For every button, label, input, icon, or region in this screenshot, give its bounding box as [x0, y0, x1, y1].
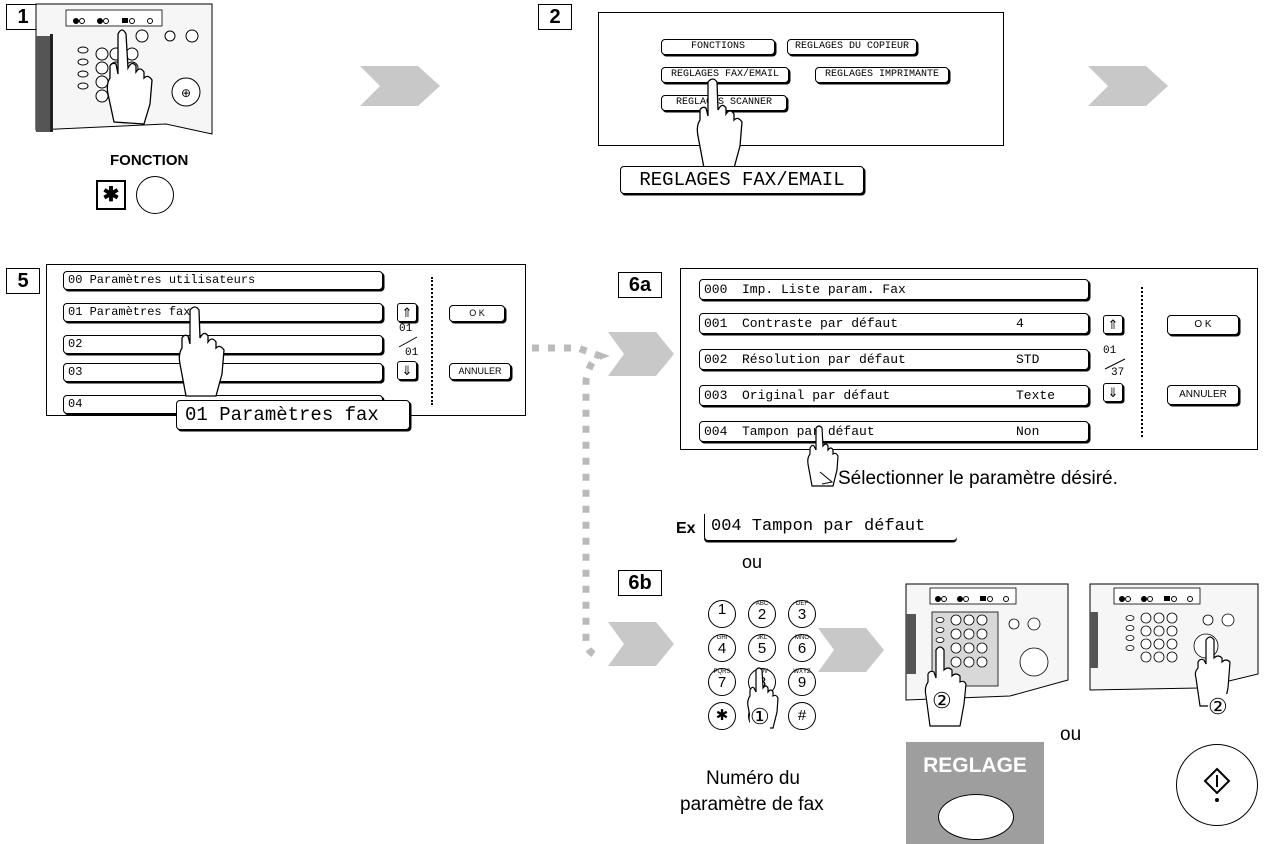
page-divider [1104, 358, 1126, 370]
ok-button[interactable]: O K [1167, 315, 1239, 335]
ok-button[interactable]: O K [449, 305, 505, 322]
function-key-circle[interactable] [136, 176, 174, 214]
list-item[interactable]: 00 Paramètres utilisateurs [63, 271, 383, 290]
step-6b-badge: 6b [618, 570, 662, 596]
hand-pointer-icon [807, 425, 839, 487]
scroll-up-icon[interactable]: ⇑ [1103, 315, 1123, 334]
scroll-down-icon[interactable]: ⇓ [1103, 383, 1123, 402]
btn-reglages-copieur[interactable]: REGLAGES DU COPIEUR [787, 39, 917, 55]
btn-fonctions[interactable]: FONCTIONS [661, 39, 775, 55]
key-star[interactable]: ✱ [708, 702, 736, 730]
arrow-right-1 [360, 66, 440, 106]
arrow-right-5 [818, 628, 884, 672]
svg-text:⊕: ⊕ [181, 86, 191, 100]
key-hash[interactable]: # [788, 702, 816, 730]
hand-pointer-icon [696, 78, 743, 169]
page-divider [398, 336, 418, 348]
control-panel-drawing: ⊕ [35, 3, 213, 135]
btn-reglages-imprimante[interactable]: REGLAGES IMPRIMANTE [815, 67, 949, 83]
step-5-badge: 5 [6, 268, 40, 294]
dotted-flow-path [532, 344, 610, 660]
ou-text-1: ou [742, 552, 763, 572]
control-panel-step1: ⊕ [35, 3, 213, 140]
ex-label: Ex [676, 520, 696, 537]
arrow-right-4 [608, 622, 674, 666]
circled-2-right: ② [1208, 694, 1228, 720]
list-item[interactable]: 03 [63, 363, 383, 382]
annuler-button[interactable]: ANNULER [449, 363, 511, 380]
step2-screen: FONCTIONS REGLAGES DU COPIEUR REGLAGES F… [598, 12, 1004, 146]
arrow-right-3 [608, 332, 674, 376]
arrow-right-2 [1088, 66, 1168, 106]
step-1-badge: 1 [6, 4, 40, 30]
divider-dotted [1141, 287, 1143, 437]
callout-arrow [819, 471, 834, 485]
step-2-badge: 2 [538, 4, 572, 30]
start-key[interactable] [1176, 744, 1258, 826]
callout-reglages-fax-email: REGLAGES FAX/EMAIL [620, 166, 864, 194]
btn-reglages-fax-email[interactable]: REGLAGES FAX/EMAIL [661, 67, 789, 83]
keypad-caption-line1: Numéro du [706, 768, 800, 789]
divider-dotted [431, 277, 433, 405]
circled-1: ① [750, 704, 770, 730]
keypad-caption-line2: paramètre de fax [680, 794, 824, 815]
page-bottom: 01 [405, 347, 419, 359]
page-bottom: 37 [1111, 367, 1125, 379]
step-6a-badge: 6a [618, 272, 662, 298]
instruction-text: Sélectionner le paramètre désiré. [838, 468, 1118, 489]
page-top: 01 [399, 323, 413, 335]
page-top: 01 [1103, 345, 1117, 357]
reglage-button[interactable] [938, 794, 1014, 840]
callout-parametres-fax: 01 Paramètres fax [176, 400, 410, 430]
annuler-button[interactable]: ANNULER [1167, 385, 1239, 405]
hand-pointer-icon [178, 306, 225, 397]
reglage-key-panel: REGLAGE [906, 742, 1044, 844]
ou-text-2: ou [1060, 724, 1082, 745]
scroll-up-icon[interactable]: ⇑ [397, 303, 417, 322]
control-panel-drawing [1089, 583, 1259, 707]
list-item[interactable]: 01 Paramètres fax [63, 303, 383, 322]
circled-2-left: ② [932, 688, 952, 714]
start-icon [1203, 767, 1231, 802]
fonction-label: FONCTION [110, 152, 189, 169]
callout-tampon: 004 Tampon par défaut [704, 514, 957, 541]
step5-screen: 00 Paramètres utilisateurs 01 Paramètres… [46, 264, 526, 416]
star-key[interactable]: ✱ [96, 180, 126, 210]
reglage-label: REGLAGE [923, 754, 1027, 777]
scroll-down-icon[interactable]: ⇓ [397, 361, 417, 380]
control-panel-drawing [905, 583, 1069, 727]
key-1[interactable]: 1 [708, 600, 736, 628]
